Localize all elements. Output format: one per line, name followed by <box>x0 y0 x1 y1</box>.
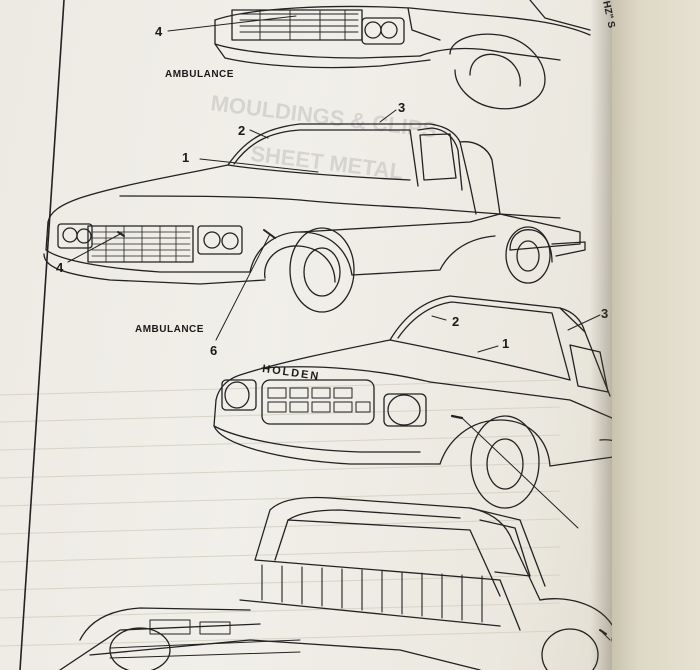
callout-leaders <box>67 15 611 641</box>
callout-top-4: 4 <box>155 24 163 39</box>
top-ambulance-caption: AMBULANCE <box>165 69 234 80</box>
callout-mid-3: 3 <box>398 100 406 115</box>
callout-mid-2: 2 <box>238 123 246 138</box>
callout-mid-6: 6 <box>210 343 218 358</box>
callout-mid-4: 4 <box>56 260 64 275</box>
callout-low-1: 1 <box>502 336 510 351</box>
callout-low-2: 2 <box>452 314 460 329</box>
middle-ambulance-caption: AMBULANCE <box>135 324 204 335</box>
lower-holden-illustration <box>213 295 655 515</box>
facing-page-edge <box>612 0 700 670</box>
callout-mid-1: 1 <box>182 150 190 165</box>
top-ambulance-illustration <box>214 0 591 110</box>
middle-ambulance-illustration <box>43 123 586 313</box>
bottom-cab-chassis-illustration <box>59 496 619 670</box>
